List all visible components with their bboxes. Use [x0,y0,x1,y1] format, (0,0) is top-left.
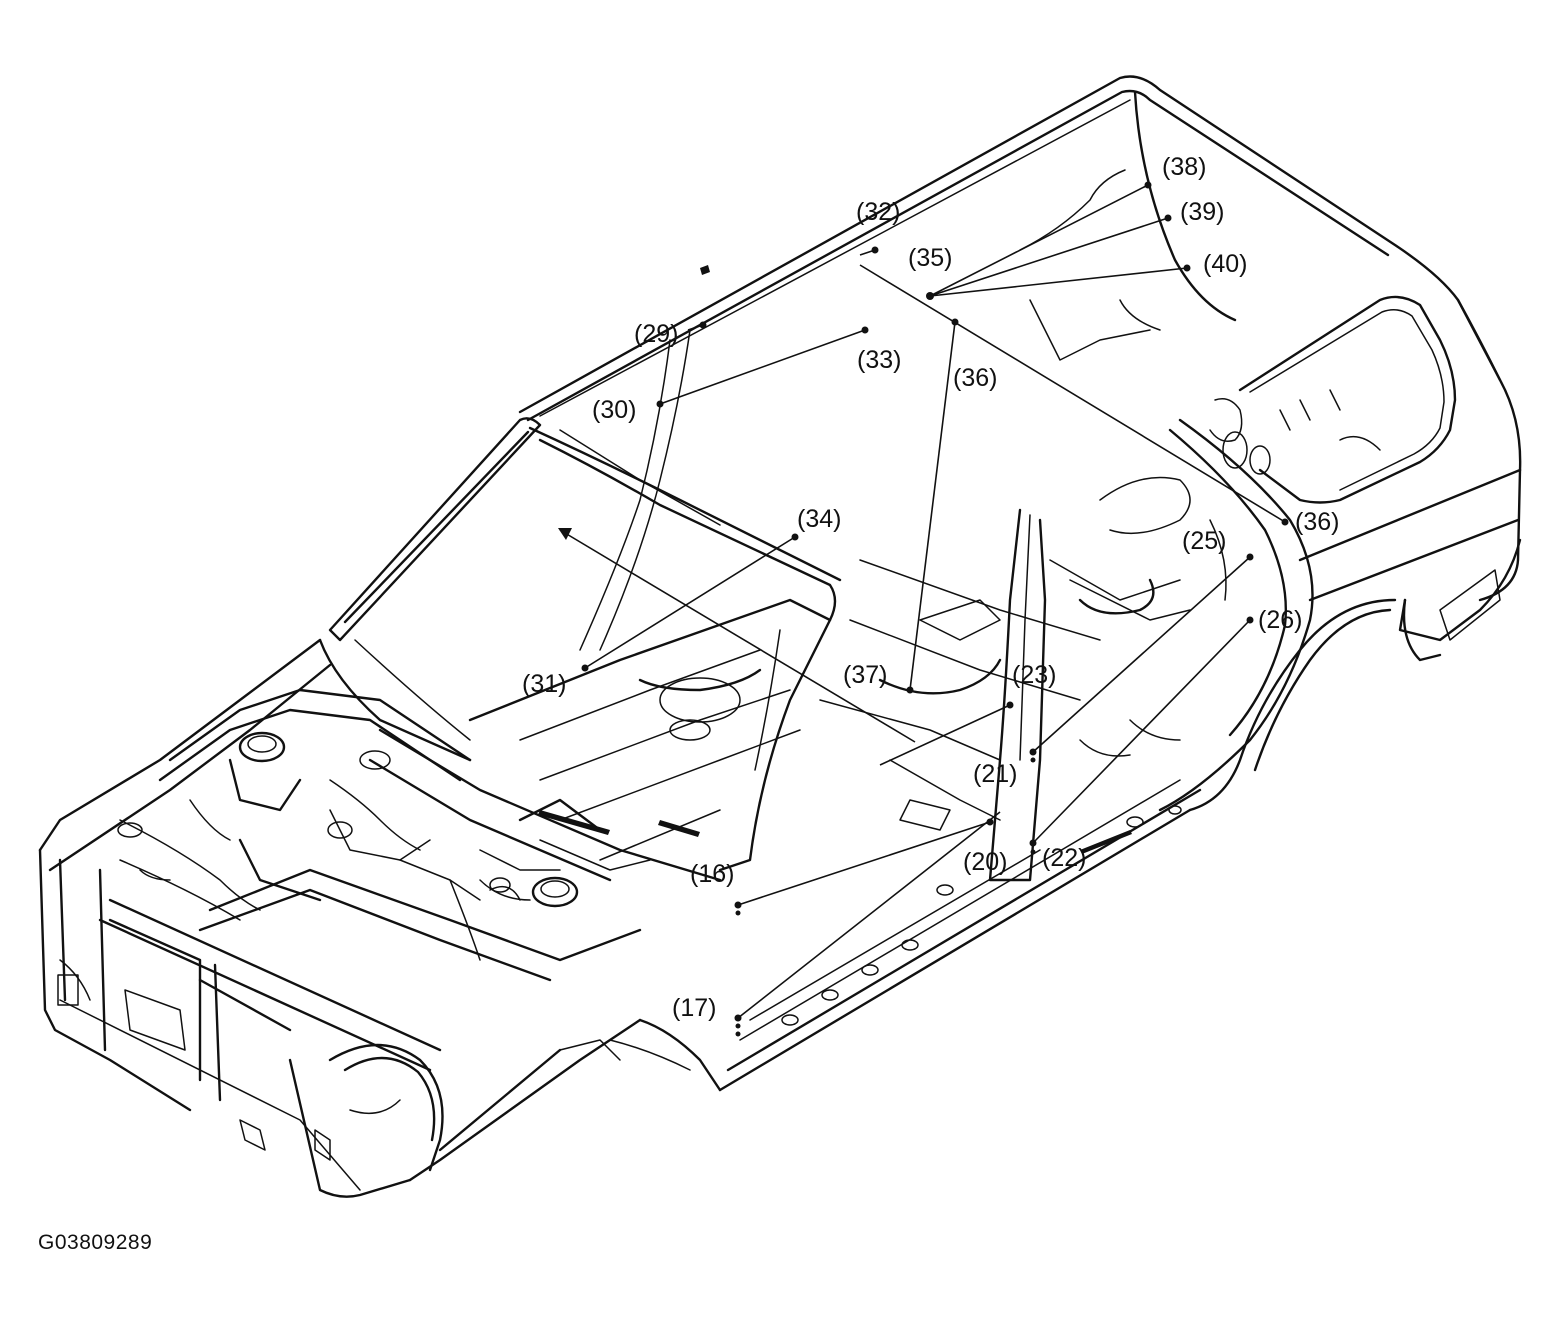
callout-35: (35) [908,244,952,272]
callout-32: (32) [856,198,900,226]
callout-26: (26) [1258,606,1302,634]
callout-labels: (16) (17) (20) (21) (22) (23) (25) (26) … [522,153,1339,1022]
callout-37: (37) [843,661,887,689]
side-sill [718,808,1192,1092]
front-fender [38,638,322,852]
callout-30: (30) [592,396,636,424]
callout-21: (21) [973,760,1017,788]
callout-31: (31) [522,670,566,698]
rear-quarter-window [1238,295,1457,504]
callout-33: (33) [857,346,901,374]
callout-36-roof: (36) [953,364,997,392]
a-pillar [538,438,837,872]
callout-39: (39) [1180,198,1224,226]
callout-17: (17) [672,994,716,1022]
car-body-illustration [38,75,1522,1198]
callout-38: (38) [1162,153,1206,181]
callout-22: (22) [1042,844,1086,872]
callout-16: (16) [690,860,734,888]
callout-36-rear: (36) [1295,508,1339,536]
front-wheel-arch [328,1043,444,1172]
callout-25: (25) [1182,527,1226,555]
callout-20: (20) [963,848,1007,876]
leader-lines [558,181,1289,1037]
callout-23: (23) [1012,661,1056,689]
figure-code: G03809289 [38,1231,153,1254]
rear-wheel-arch [1188,598,1397,812]
windshield-frame [328,417,542,642]
b-pillar [988,508,1047,882]
callout-29: (29) [634,320,678,348]
callout-34: (34) [797,505,841,533]
callout-40: (40) [1203,250,1247,278]
